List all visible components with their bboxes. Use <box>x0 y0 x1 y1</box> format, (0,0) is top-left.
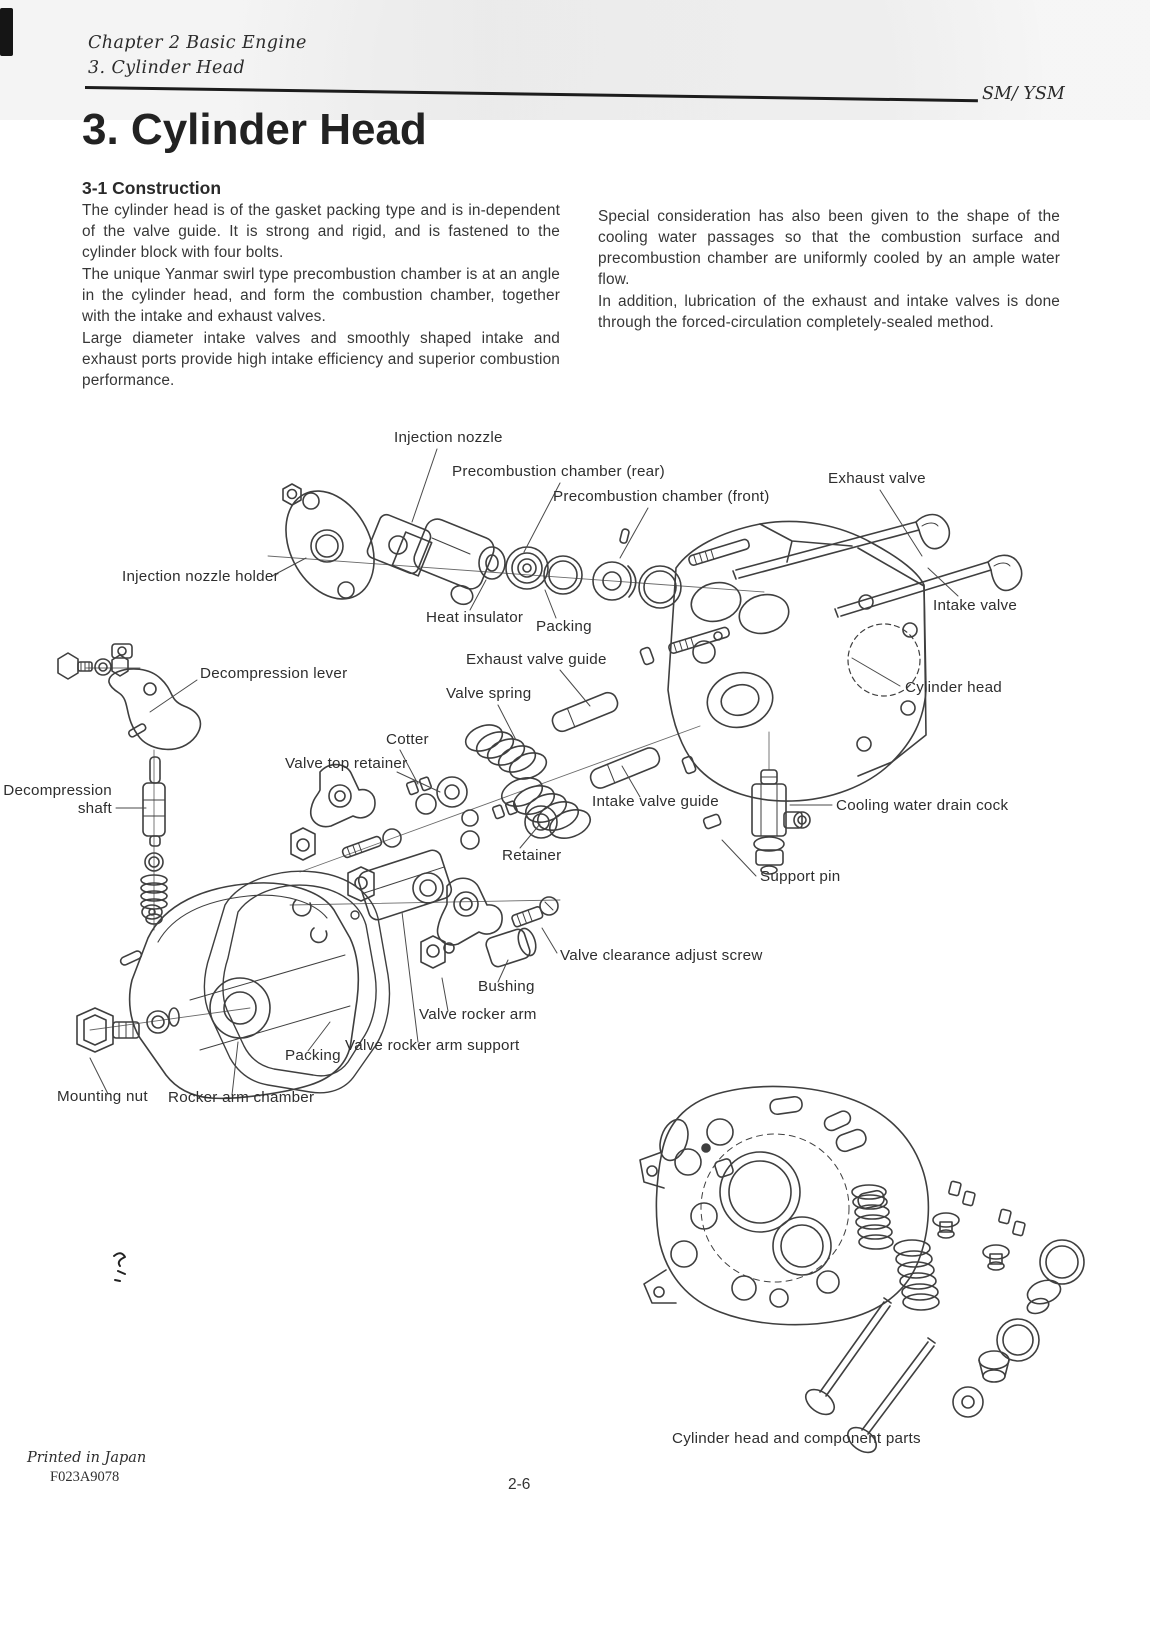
decompression-drawing <box>57 643 202 925</box>
diagram-label: Mounting nut <box>57 1088 148 1105</box>
paragraph: Large diameter intake valves and smoothl… <box>82 329 560 389</box>
leader-line <box>721 839 757 877</box>
intake-valve-drawing <box>834 554 1023 618</box>
section-heading: 3-1 Construction <box>82 178 222 198</box>
diagram-label: Cylinder head and component parts <box>672 1430 921 1447</box>
paragraph: In addition, lubrication of the exhaust … <box>598 292 1060 331</box>
diagram-label: Exhaust valve <box>828 470 926 487</box>
valve-guides-drawing <box>551 646 697 789</box>
leader-line <box>231 1041 239 1096</box>
leader-line <box>523 482 561 553</box>
page-title: 3. Cylinder Head <box>82 105 427 154</box>
diagram-label: Heat insulator <box>426 609 523 626</box>
diagram-label: Valve spring <box>446 685 531 702</box>
component-parts-drawing <box>804 1180 1085 1454</box>
diagram-label: Packing <box>285 1047 341 1064</box>
diagram-label: Intake valve <box>933 597 1017 614</box>
leader-line <box>497 704 517 741</box>
leader-line <box>396 771 441 793</box>
paragraph: The cylinder head is of the gasket packi… <box>82 202 560 261</box>
support-pin-drawing <box>702 813 722 830</box>
leader-line <box>851 657 901 687</box>
diagram-label: Cooling water drain cock <box>836 797 1008 814</box>
mounting-nut-drawing <box>76 1007 180 1053</box>
drain-cock-drawing <box>751 731 811 875</box>
scan-artifact-bar <box>0 8 13 56</box>
cover-packing-drawing <box>203 870 391 1094</box>
rocker-assembly-drawing <box>290 763 559 969</box>
leader-line <box>544 589 557 619</box>
diagram-label: Rocker arm chamber <box>168 1089 314 1106</box>
diagram-label: Retainer <box>502 847 561 864</box>
footer-doc-code: F023A9078 <box>50 1469 120 1485</box>
rocker-arm-chamber-drawing <box>119 882 360 1100</box>
leader-line <box>401 911 419 1043</box>
body-column-right: Special consideration has also been give… <box>598 207 1060 335</box>
valve-spring-intake-drawing <box>500 777 592 839</box>
diagram-label: Cylinder head <box>905 679 1002 696</box>
leader-line <box>619 507 649 559</box>
leader-line <box>879 489 923 557</box>
leader-line <box>89 1057 109 1095</box>
diagram-label: Cotter <box>386 731 429 748</box>
diagram-label: Precombustion chamber (front) <box>553 488 770 505</box>
cotter-retainer-drawing <box>405 776 558 850</box>
header-rule <box>84 86 978 103</box>
valve-spring-exhaust-drawing <box>464 724 548 780</box>
leader-line <box>497 959 509 983</box>
leader-line <box>519 823 541 849</box>
diagram-label: shaft <box>78 800 113 817</box>
leader-line <box>927 567 959 597</box>
diagram-label: Injection nozzle holder <box>122 568 279 585</box>
header-section: 3. Cylinder Head <box>88 58 246 78</box>
paragraph: Special consideration has also been give… <box>598 208 1060 288</box>
diagram-label: Intake valve guide <box>592 793 719 810</box>
diagram-label: Exhaust valve guide <box>466 651 607 668</box>
cylinder-head-drawing <box>667 520 927 802</box>
header-chapter: Chapter 2 Basic Engine <box>88 33 307 53</box>
injection-nozzle-drawing <box>366 513 495 606</box>
footer-printed-in: Printed in Japan <box>27 1450 147 1466</box>
body-column-left: The cylinder head is of the gasket packi… <box>82 201 560 392</box>
paragraph: The unique Yanmar swirl type precombusti… <box>82 265 560 325</box>
diagram-label: Support pin <box>760 868 840 885</box>
leader-line <box>559 669 591 707</box>
diagram-label: Valve clearance adjust screw <box>560 947 763 964</box>
diagram-label: Valve top retainer <box>285 755 407 772</box>
leader-line <box>307 1021 331 1052</box>
diagram-label: Decompression <box>3 782 112 799</box>
leader-line <box>441 977 449 1012</box>
diagram-label: Precombustion chamber (rear) <box>452 463 665 480</box>
leader-line <box>149 679 198 713</box>
page-number: 2-6 <box>508 1476 531 1493</box>
leader-line <box>541 927 558 954</box>
leader-line <box>411 448 438 523</box>
diagram-label: Injection nozzle <box>394 429 503 446</box>
header-model-code: SM/ YSM <box>982 84 1065 104</box>
diagram-label: Bushing <box>478 978 535 995</box>
precombustion-parts-drawing <box>478 528 682 609</box>
diagram-label: Valve rocker arm <box>419 1006 537 1023</box>
diagram-label: Valve rocker arm support <box>345 1037 520 1054</box>
exhaust-valve-drawing <box>732 513 951 580</box>
leader-line <box>469 579 487 611</box>
leader-line <box>399 749 419 785</box>
diagram-label: Decompression lever <box>200 665 347 682</box>
leader-line <box>271 557 307 577</box>
injection-nozzle-holder-drawing <box>282 483 375 600</box>
scan-artifact-scribble <box>113 1252 126 1282</box>
diagram-label: Packing <box>536 618 592 635</box>
leader-line <box>621 765 641 798</box>
